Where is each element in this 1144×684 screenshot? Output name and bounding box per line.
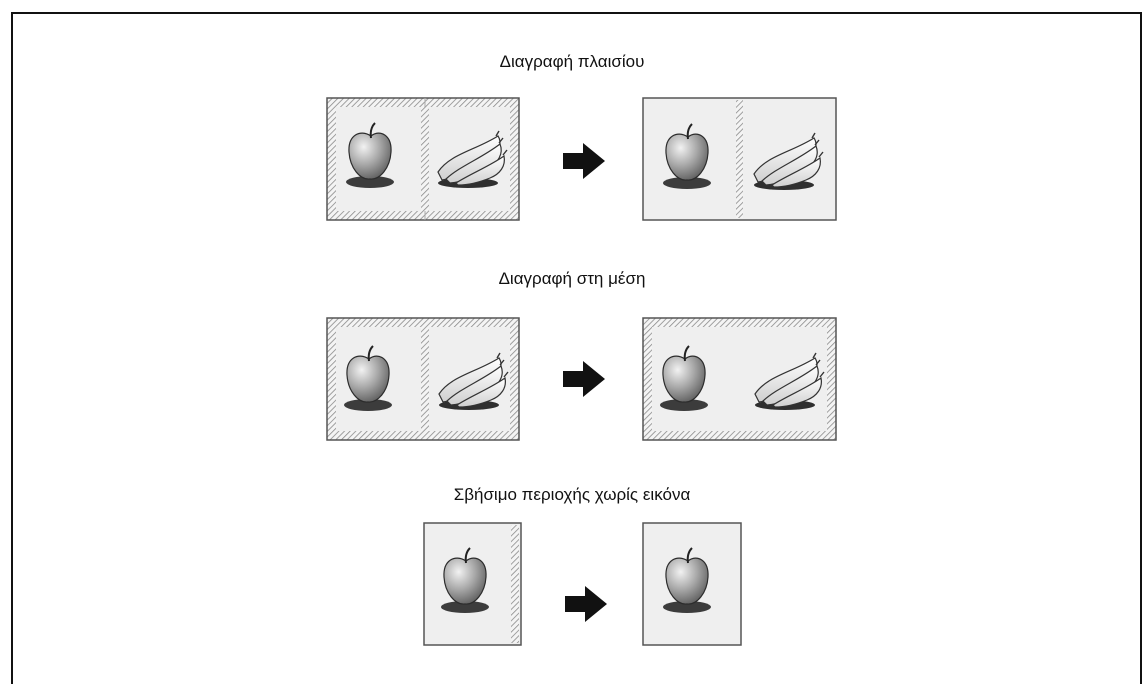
section-title-frame-erase: Διαγραφή πλαισίου [499,52,645,71]
section-title-non-image-erase: Σβήσιμο περιοχής χωρίς εικόνα [453,485,691,504]
center-erase-before [326,317,520,441]
arrow-right-icon [563,143,605,179]
section-title-center-erase: Διαγραφή στη μέση [498,269,646,288]
non-image-erase-before [423,522,522,646]
frame-erase-after [642,97,837,221]
non-image-erase-after [642,522,742,646]
illustration-frame [11,12,1142,684]
frame-erase-before [326,97,520,221]
arrow-right-icon [565,586,607,622]
arrow-right-icon [563,361,605,397]
center-erase-after [642,317,837,441]
